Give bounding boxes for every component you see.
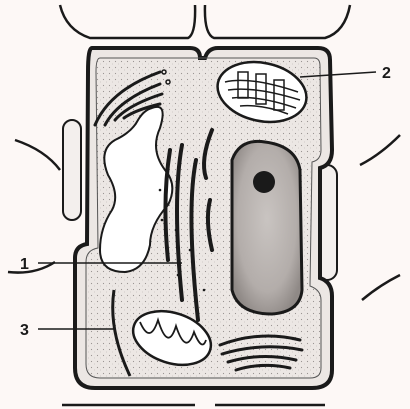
nucleus: [232, 141, 302, 314]
label-3: 3: [20, 322, 29, 339]
label-2: 2: [382, 65, 391, 82]
nucleolus: [253, 171, 275, 193]
label-1: 1: [20, 256, 29, 273]
